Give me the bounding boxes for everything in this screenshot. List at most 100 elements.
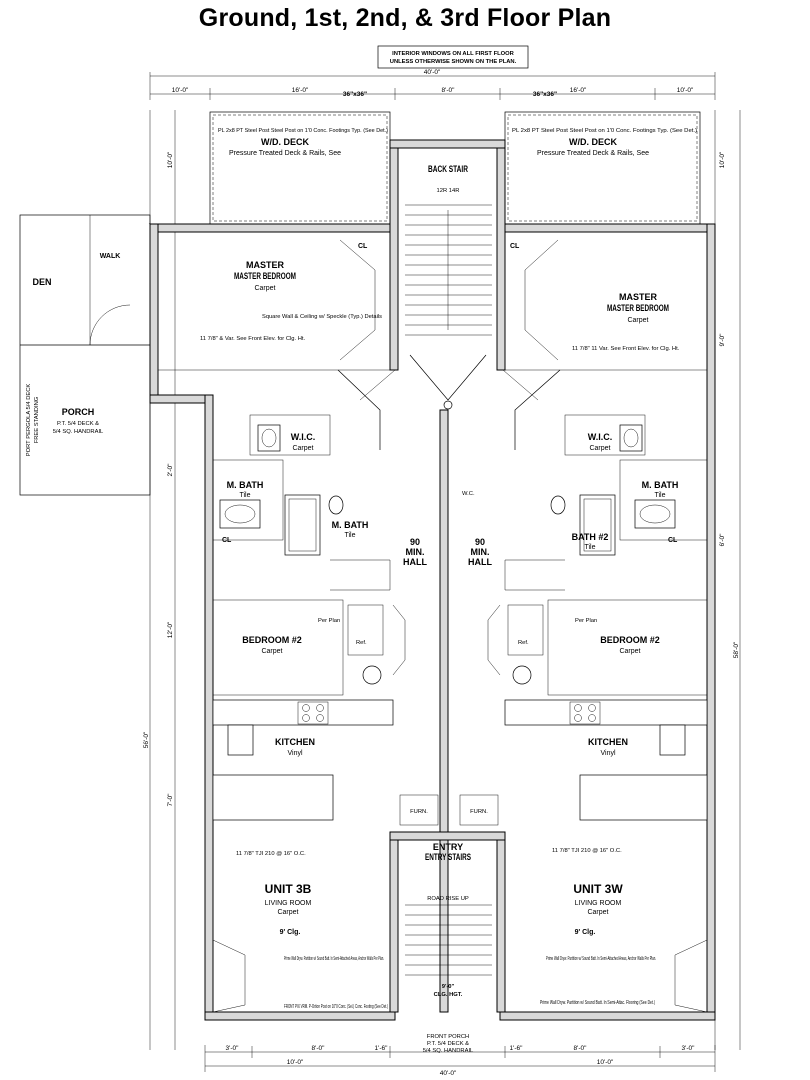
mbath-left-floor: Tile — [239, 492, 250, 499]
joist-left: 11 7/8" & Var. See Front Elev. for Clg. … — [200, 336, 306, 342]
kitchen-left-floor: Vinyl — [287, 750, 302, 757]
partition-left: Prime Wall Dryw. Partition w/ Sound Batt… — [284, 956, 384, 962]
entry-stairs-label-1: ENTRY — [433, 842, 463, 852]
master-left-name-1: MASTER — [246, 260, 285, 270]
bed2-right-name: BEDROOM #2 — [600, 635, 660, 645]
dim-bottom-right: 3'-0" — [682, 1045, 696, 1052]
front-porch-2: P.T. 5/4 DECK & — [427, 1041, 469, 1047]
post-right-note: PL 2x8 PT Steel Post Steel Post on 1'0 C… — [512, 128, 697, 134]
deck-right-name: W/D. DECK — [569, 137, 617, 147]
per-plan-right: Per Plan — [575, 618, 597, 624]
furn-right: FURN. — [470, 809, 488, 815]
hall-left-l1: MIN. — [406, 547, 425, 557]
wic-bath-left: W.I.C. Carpet M. BATH Tile M. BATH Tile … — [212, 414, 369, 556]
dim-side-2: 2'-0" — [167, 463, 174, 477]
dim-bottom-16b: 1'-6" — [510, 1045, 524, 1052]
bed2-right-floor: Carpet — [619, 648, 640, 655]
master-right-name: MASTER BEDROOM — [607, 303, 669, 313]
bed2-left-name: BEDROOM #2 — [242, 635, 302, 645]
deck-left-note: Pressure Treated Deck & Rails, See — [229, 150, 341, 157]
unit-left-clg: 9' Clg. — [280, 929, 301, 936]
master-bedroom-right: MASTER MASTER BEDROOM Carpet 11 7/8" 11 … — [504, 231, 708, 371]
wic-bath-right: W.I.C. Carpet M. BATH Tile BATH #2 Tile … — [550, 414, 708, 556]
dim-bottom-8a: 8'-0" — [312, 1045, 326, 1052]
dim-bottom-8b: 8'-0" — [574, 1045, 588, 1052]
walk-label: WALK — [100, 253, 121, 260]
partition-right2: Prime Wall Dryw. Partition w/ Sound Batt… — [540, 1000, 655, 1006]
front-porch-3: 5/4 SQ. HANDRAIL — [423, 1048, 474, 1054]
hall-diagonals — [337, 369, 561, 450]
joist-right: 11 7/8" 11 Var. See Front Elev. for Clg.… — [572, 346, 680, 352]
dim-side-10b: 10'-0" — [719, 151, 726, 168]
entry-stairs: ENTRY ENTRY STAIRS ROAD RISE UP 9'-0" CL… — [405, 842, 492, 1054]
dim-overall-width: 40'-0" — [424, 69, 441, 76]
dim-right-length: 58'-0" — [733, 641, 740, 658]
mbath-right-floor: Tile — [654, 492, 665, 499]
ref-right: Ref. — [518, 640, 529, 646]
dim-window-right: 36"x36" — [533, 91, 557, 98]
hall-right-l1: MIN. — [471, 547, 490, 557]
porch-side-1: PORT PERGOLA 5/4 DECK — [26, 384, 32, 457]
bath2-right-name: BATH #2 — [572, 532, 609, 542]
wic-right-name: W.I.C. — [588, 432, 613, 442]
unit-left: UNIT 3B LIVING ROOM Carpet 9' Clg. Prime… — [212, 882, 388, 1013]
partition-right: Prime Wall Dryw. Partition w/ Sound Batt… — [546, 956, 656, 962]
hall-right-num: 90 — [475, 537, 485, 547]
wic-left-name: W.I.C. — [291, 432, 316, 442]
bedroom2-left: BEDROOM #2 Carpet Per Plan Ref. — [212, 599, 406, 696]
joist-living-right: 11 7/8" TJI 210 @ 16" O.C. — [552, 848, 622, 854]
bedroom2-right: BEDROOM #2 Carpet Per Plan Ref. — [487, 599, 708, 696]
entry-stairs-note: ROAD RISE UP — [427, 896, 469, 902]
mbath-left2-floor: Tile — [344, 532, 355, 539]
post-left-note: PL 2x8 PT Steel Post Steel Post on 1'0 C… — [218, 128, 388, 134]
back-stair-name: BACK STAIR — [428, 164, 468, 174]
dim-bottom-10a: 10'-0" — [287, 1059, 304, 1066]
bed2-left-floor: Carpet — [261, 648, 282, 655]
dim-overall-length: 56'-0" — [143, 731, 150, 748]
dim-side-12: 12'-0" — [167, 621, 174, 638]
exterior-walls — [148, 139, 716, 1021]
dim-window-left: 36"x36" — [343, 91, 367, 98]
cl-right-top: CL — [510, 243, 520, 250]
master-left-floor: Carpet — [254, 285, 275, 292]
den-porch-annex: DEN WALK PORCH P.T. 5/4 DECK & 5/4 SQ. H… — [19, 214, 151, 496]
unit-right-room: LIVING ROOM — [575, 900, 622, 907]
unit-left-room: LIVING ROOM — [265, 900, 312, 907]
mbath-left-name: M. BATH — [227, 480, 264, 490]
mbath-left2-name: M. BATH — [332, 520, 369, 530]
general-note-line-1: INTERIOR WINDOWS ON ALL FIRST FLOOR — [392, 51, 515, 57]
dim-top-center: 8'-0" — [442, 87, 456, 94]
porch-note-2: 5/4 SQ. HANDRAIL — [53, 429, 104, 435]
unit-right-floor: Carpet — [587, 909, 608, 916]
furn-left: FURN. — [410, 809, 428, 815]
dim-side-9: 9'-0" — [719, 333, 726, 347]
dim-side-7: 7'-0" — [167, 793, 174, 807]
hall-left-num: 90 — [410, 537, 420, 547]
deck-right-note: Pressure Treated Deck & Rails, See — [537, 150, 649, 157]
general-note-line-2: UNLESS OTHERWISE SHOWN ON THE PLAN. — [390, 59, 517, 65]
hall-left-l2: HALL — [403, 557, 427, 567]
plan-title: Ground, 1st, 2nd, & 3rd Floor Plan — [198, 4, 612, 32]
kitchen-right-name: KITCHEN — [588, 737, 628, 747]
unit-left-floor: Carpet — [277, 909, 298, 916]
front-porch-1: FRONT PORCH — [427, 1034, 469, 1040]
porch-name: PORCH — [62, 407, 95, 417]
master-right-name-1: MASTER — [619, 292, 658, 302]
entry-stairs-name: ENTRY STAIRS — [425, 852, 471, 862]
unit-left-name: UNIT 3B — [265, 882, 312, 896]
porch-side-2: FREE STANDING — [34, 396, 40, 443]
halls: 90 MIN. HALL 90 MIN. HALL W.C. — [330, 491, 565, 591]
porch-note-1: P.T. 5/4 DECK & — [57, 421, 99, 427]
hall-right-l2: HALL — [468, 557, 492, 567]
dim-bottom-left: 3'-0" — [226, 1045, 240, 1052]
ref-left: Ref. — [356, 640, 367, 646]
unit-right-name: UNIT 3W — [573, 882, 623, 896]
front-post: FRONT PIX VRM. P-Ortion Post on 10"0 Con… — [284, 1004, 388, 1010]
mbath-right-name: M. BATH — [642, 480, 679, 490]
unit-right-clg: 9' Clg. — [575, 929, 596, 936]
cl-left-bath: CL — [222, 537, 232, 544]
top-dimensions: 40'-0" 10'-0" 16'-0" 8'-0" 16'-0" 10'-0"… — [149, 69, 716, 100]
joist-living-left: 11 7/8" TJI 210 @ 16" O.C. — [236, 851, 306, 857]
dim-bottom-16a: 1'-6" — [375, 1045, 389, 1052]
